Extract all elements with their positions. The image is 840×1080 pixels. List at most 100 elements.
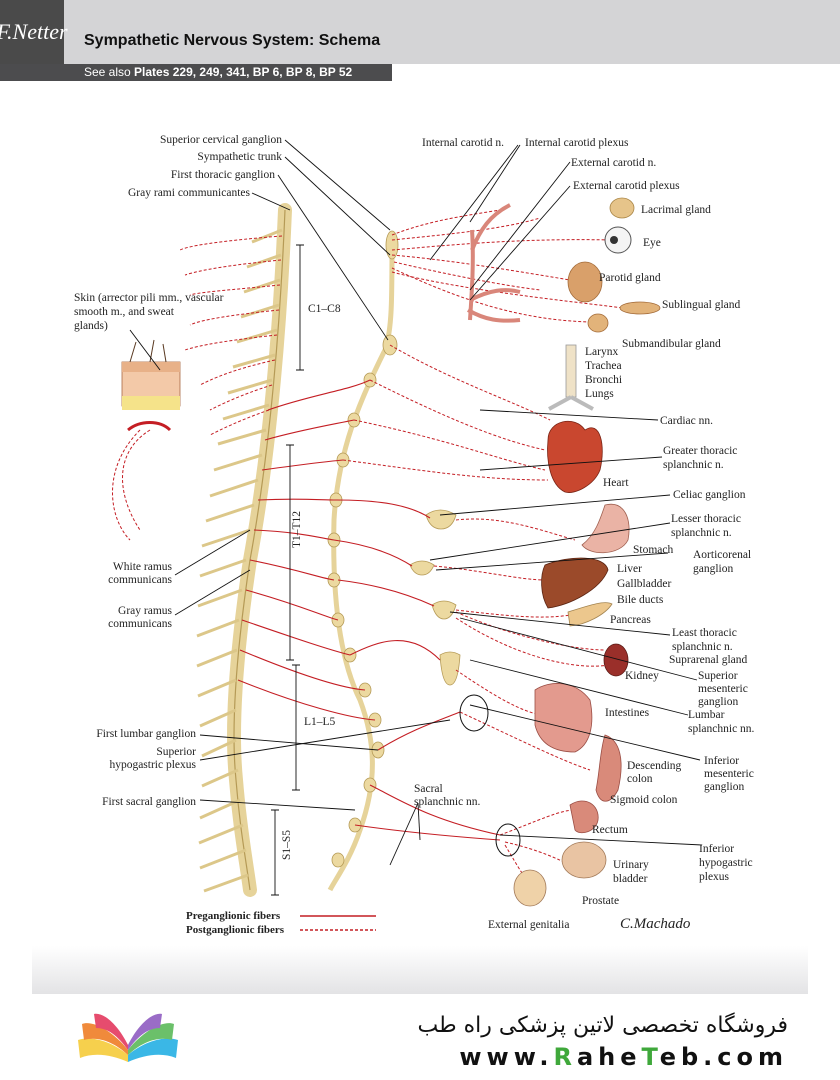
label-inf-mesenteric-3: ganglion	[704, 781, 744, 793]
label-gallbladder: Gallbladder	[617, 578, 671, 590]
label-inf-hypogastric-1: Inferior	[699, 843, 734, 855]
label-urinary-2: bladder	[613, 873, 648, 885]
footer-url-part5: eb.com	[659, 1043, 788, 1071]
footer-url[interactable]: www.RaheTeb.com	[459, 1043, 788, 1071]
intestines-shape	[534, 683, 593, 753]
label-skin-2: smooth m., and sweat	[74, 306, 175, 318]
sigmoid-rectum-shape	[569, 800, 599, 834]
label-pancreas: Pancreas	[610, 614, 651, 626]
label-l1-l5: L1–L5	[304, 716, 336, 728]
label-sup-mesenteric-2: mesenteric	[698, 683, 748, 695]
skin-block	[121, 339, 181, 432]
trachea-shape	[565, 344, 577, 398]
label-greater-thoracic-2: splanchnic n.	[663, 459, 724, 471]
label-liver: Liver	[617, 563, 642, 575]
label-inf-mesenteric-1: Inferior	[704, 755, 739, 767]
label-inf-mesenteric-2: mesenteric	[704, 768, 754, 780]
liver-shape	[541, 557, 609, 609]
legend-preganglionic-label: Preganglionic fibers	[186, 910, 281, 922]
aorticorenal-ganglion	[409, 560, 435, 576]
label-least-thoracic-1: Least thoracic	[672, 627, 737, 639]
label-sup-mesenteric-1: Superior	[698, 670, 738, 682]
label-kidney: Kidney	[625, 670, 659, 682]
label-internal-carotid-plexus: Internal carotid plexus	[525, 137, 629, 149]
label-rectum: Rectum	[592, 824, 628, 836]
label-s1-s5: S1–S5	[281, 830, 293, 860]
sup-hypogastric-circle	[459, 694, 489, 732]
label-gray-rami-communicantes: Gray rami communicantes	[128, 187, 251, 199]
see-also-refs[interactable]: Plates 229, 249, 341, BP 6, BP 8, BP 52	[134, 65, 353, 79]
see-also-bar: See also Plates 229, 249, 341, BP 6, BP …	[0, 64, 392, 81]
footer-url-part4: T	[641, 1043, 660, 1071]
label-external-genitalia: External genitalia	[488, 919, 569, 931]
label-heart: Heart	[603, 477, 629, 489]
footer-url-part3: ahe	[576, 1043, 642, 1071]
kidney-shape	[603, 643, 629, 677]
page-title: Sympathetic Nervous System: Schema	[84, 32, 381, 49]
label-sympathetic-trunk: Sympathetic trunk	[197, 151, 282, 163]
postganglionic-fibers	[112, 209, 641, 881]
label-aorticorenal-2: ganglion	[693, 563, 733, 575]
header-bar	[0, 0, 840, 64]
label-sup-hypogastric-2: hypogastric plexus	[109, 759, 196, 771]
label-greater-thoracic-1: Greater thoracic	[663, 445, 737, 457]
label-skin-1: Skin (arrector pili mm., vascular	[74, 292, 224, 304]
carotid-plexus	[466, 203, 521, 323]
label-parotid-gland: Parotid gland	[599, 272, 661, 284]
label-larynx: Larynx	[585, 346, 618, 358]
label-trachea: Trachea	[585, 360, 622, 372]
label-sublingual-gland: Sublingual gland	[662, 299, 741, 311]
label-gray-ramus-2: communicans	[108, 618, 172, 630]
label-cardiac-nn: Cardiac nn.	[660, 415, 713, 427]
label-inf-hypogastric-3: plexus	[699, 871, 730, 883]
celiac-ganglion	[425, 509, 457, 530]
see-also-prefix: See also	[84, 65, 135, 79]
label-internal-carotid-n: Internal carotid n.	[422, 137, 504, 149]
label-suprarenal-gland: Suprarenal gland	[669, 654, 747, 666]
label-lesser-thoracic-2: splanchnic n.	[671, 527, 732, 539]
label-lumbar-splanchnic-1: Lumbar	[688, 709, 725, 721]
label-external-carotid-n: External carotid n.	[571, 157, 656, 169]
descending-colon-shape	[595, 734, 622, 802]
label-lumbar-splanchnic-2: splanchnic nn.	[688, 723, 755, 735]
pancreas-shape	[567, 602, 613, 627]
plate-background	[32, 86, 808, 994]
label-descending-colon-2: colon	[627, 773, 653, 785]
label-aorticorenal-1: Aorticorenal	[693, 549, 751, 561]
label-sup-mesenteric-3: ganglion	[698, 696, 738, 708]
label-superior-cervical-ganglion: Superior cervical ganglion	[160, 134, 282, 146]
label-submandibular-gland: Submandibular gland	[622, 338, 721, 350]
netter-logo: F.Netter	[0, 0, 68, 64]
label-lacrimal-gland: Lacrimal gland	[641, 204, 711, 216]
label-external-carotid-plexus: External carotid plexus	[573, 180, 680, 192]
label-skin-3: glands)	[74, 320, 108, 332]
label-white-ramus-1: White ramus	[113, 561, 173, 573]
book-logo	[78, 1013, 178, 1062]
label-stomach: Stomach	[633, 544, 673, 556]
label-first-lumbar-ganglion: First lumbar ganglion	[96, 728, 196, 740]
bladder-shape	[561, 841, 607, 879]
legend: Preganglionic fibers Postganglionic fibe…	[186, 910, 376, 936]
spinal-cord-outline	[233, 209, 286, 891]
label-bronchi: Bronchi	[585, 374, 622, 386]
spinal-nerve-roots	[196, 228, 283, 893]
stomach-shape	[581, 503, 630, 554]
label-first-thoracic-ganglion: First thoracic ganglion	[171, 169, 275, 181]
label-sigmoid-colon: Sigmoid colon	[610, 794, 678, 806]
artist-signature: C.Machado	[620, 916, 691, 932]
sublingual-gland-shape	[619, 301, 661, 315]
genitalia-shape	[513, 869, 547, 907]
footer-url-part1: www.	[459, 1043, 554, 1071]
footer-store-name: فروشگاه تخصصی لاتین پزشکی راه طب	[417, 1013, 789, 1038]
label-inf-hypogastric-2: hypogastric	[699, 857, 753, 869]
inf-hypogastric-circle	[495, 823, 521, 857]
legend-postganglionic-label: Postganglionic fibers	[186, 924, 285, 936]
label-intestines: Intestines	[605, 707, 650, 719]
label-t1-t12: T1–T12	[291, 511, 303, 548]
label-sacral-splanchnic-1: Sacral	[414, 783, 443, 795]
label-lesser-thoracic-1: Lesser thoracic	[671, 513, 741, 525]
parotid-gland-shape	[567, 261, 603, 303]
label-urinary-1: Urinary	[613, 859, 649, 871]
label-gray-ramus-1: Gray ramus	[118, 605, 172, 617]
